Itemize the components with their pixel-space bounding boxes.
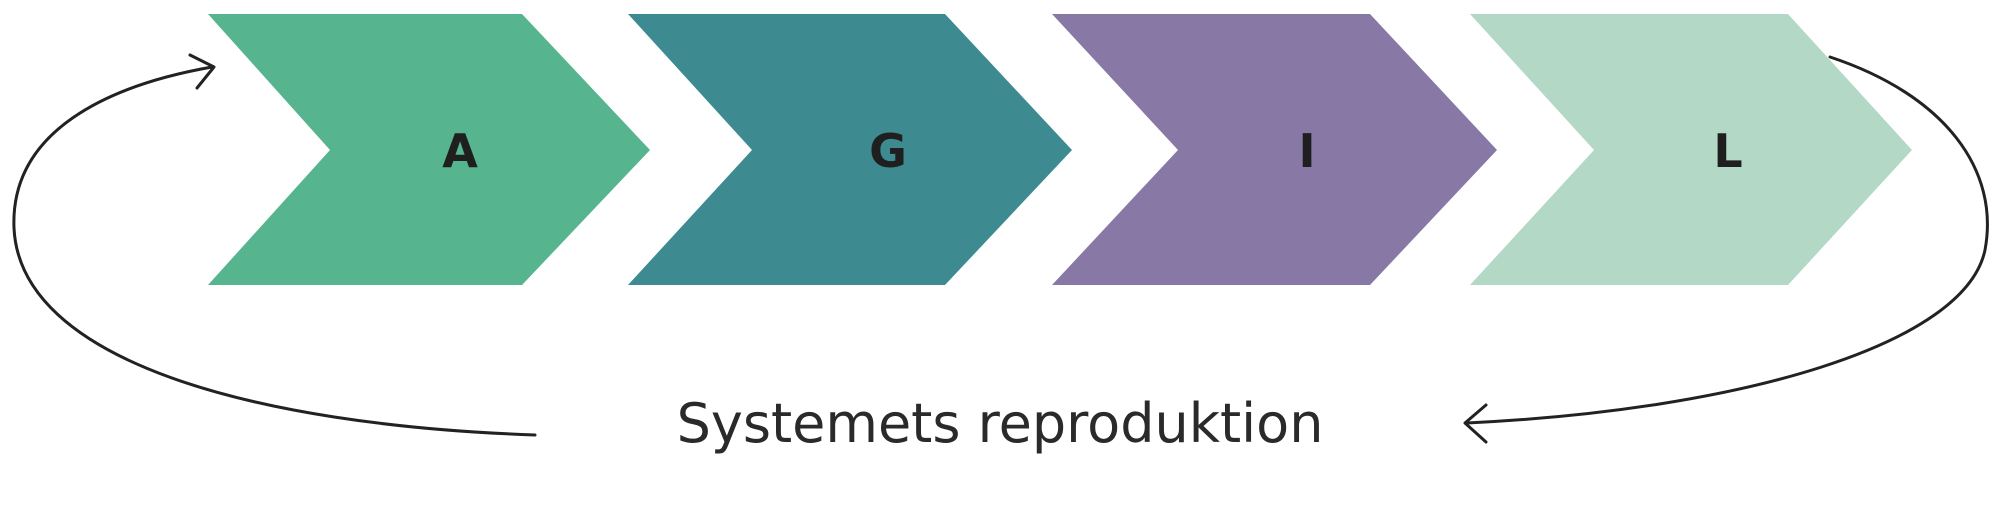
left-arrowhead-icon [188,53,216,90]
right-arrow-curve [1465,55,1989,425]
left-arrow-curve [12,65,537,437]
right-arrowhead-icon [1463,403,1488,444]
chevron-l-label: L [1713,124,1742,178]
chevron-a-shape [208,14,650,285]
caption-text: Systemets reproduktion [677,392,1324,455]
chevron-g-label: G [869,124,907,178]
chevron-g: G [628,14,1072,285]
chevron-i: I [1052,14,1497,285]
chevron-i-label: I [1298,124,1315,178]
chevron-a: A [208,14,650,285]
chevron-i-shape [1052,14,1497,285]
right-feedback-arrow [1463,55,1989,444]
chevron-row: A G I L [208,14,1912,285]
chevron-l-shape [1470,14,1912,285]
left-feedback-arrow [12,53,537,437]
chevron-l: L [1470,14,1912,285]
chevron-g-shape [628,14,1072,285]
chevron-a-label: A [442,124,478,178]
